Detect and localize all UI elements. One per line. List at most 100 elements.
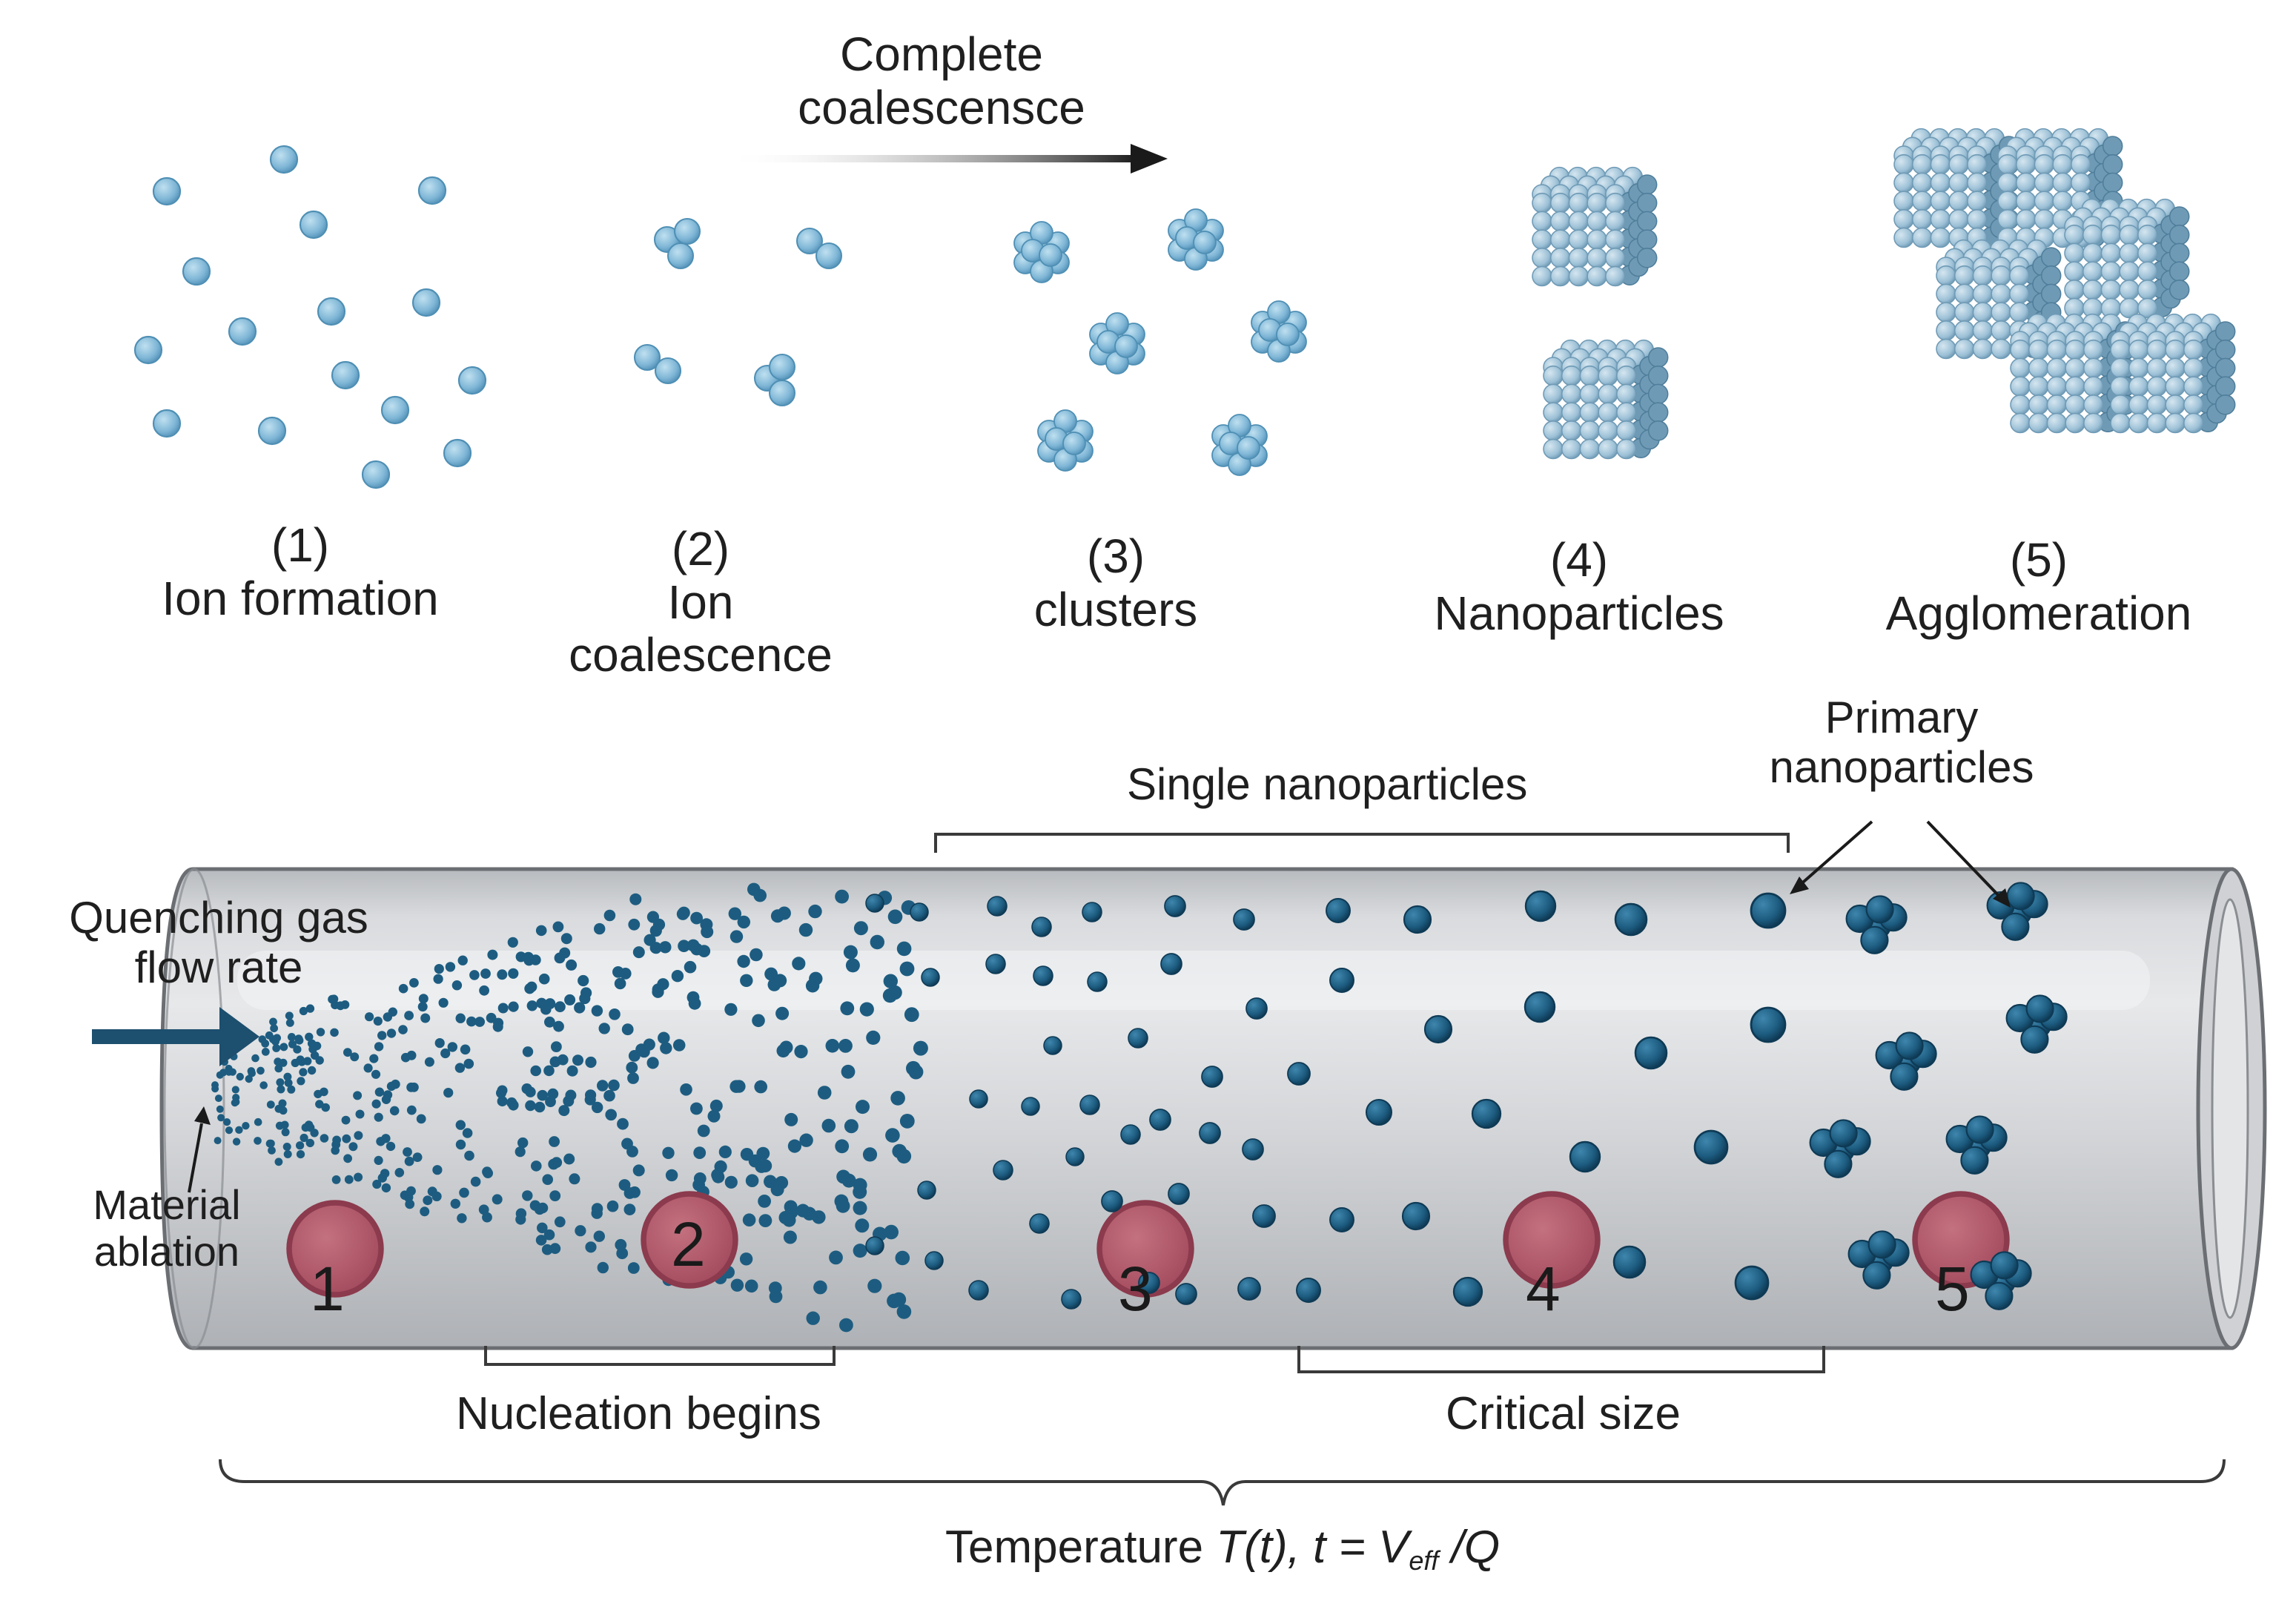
ion <box>1276 323 1300 346</box>
nanoparticle <box>1061 1289 1082 1310</box>
stage-title: clusters <box>1033 582 1198 636</box>
stage-label-4: (4) Nanoparticles <box>1372 533 1787 640</box>
nucleus <box>802 1206 817 1221</box>
nucleus <box>304 1120 314 1129</box>
nucleus <box>908 1064 924 1080</box>
cube-sphere <box>2046 339 2068 360</box>
single-nanoparticles-label: Single nanoparticles <box>1127 759 1528 809</box>
nucleus <box>343 1048 352 1057</box>
stage-label-5: (5) Agglomeration <box>1831 533 2246 640</box>
nanoparticle <box>1693 1129 1729 1165</box>
cube-sphere <box>2128 357 2149 379</box>
nucleus <box>839 1318 853 1333</box>
nucleus <box>296 1141 305 1150</box>
cube-sphere <box>2214 339 2236 360</box>
nucleus <box>806 1311 820 1325</box>
cube-sphere <box>1991 265 2011 286</box>
stage-label-1: (1) Ion formation <box>93 518 508 625</box>
nucleus <box>885 1128 900 1143</box>
agglomeration-cubes <box>1893 128 2236 434</box>
nucleus <box>216 1105 224 1113</box>
cube-sphere <box>1911 172 1933 194</box>
cube-sphere <box>1605 229 1626 250</box>
cube-sphere <box>1647 365 1669 386</box>
cube-sphere <box>1587 248 1607 268</box>
cube-sphere <box>1549 248 1571 268</box>
cube-sphere <box>2119 261 2140 282</box>
nucleus <box>775 1176 789 1189</box>
cube-sphere <box>1543 365 1564 386</box>
nanoparticle <box>987 896 1008 917</box>
nucleus <box>517 1137 529 1149</box>
nucleus <box>394 1168 405 1178</box>
cube-sphere <box>2168 261 2190 282</box>
nucleus <box>409 978 419 988</box>
cube-sphere <box>2064 224 2085 245</box>
stage-label-2: (2) Ion coalescence <box>493 522 908 682</box>
cube-sphere <box>2102 153 2123 175</box>
nucleus <box>316 1028 325 1037</box>
nanoparticle <box>1326 898 1351 923</box>
nucleus <box>777 906 791 920</box>
nucleus <box>219 1069 228 1077</box>
cube-sphere <box>1532 265 1552 287</box>
ion <box>257 416 287 446</box>
nucleus <box>534 1101 546 1113</box>
nucleus <box>285 1011 294 1020</box>
nucleus <box>662 1146 675 1160</box>
nucleus <box>469 970 480 980</box>
cube-sphere <box>1911 153 1933 175</box>
nucleus <box>497 1085 508 1096</box>
nucleus <box>678 940 690 952</box>
nucleus <box>693 1146 707 1159</box>
cube-sphere <box>1605 265 1626 287</box>
nucleus <box>287 1085 296 1094</box>
nucleus <box>320 1134 329 1143</box>
cube-sphere <box>2064 280 2085 300</box>
nanoparticle <box>1634 1036 1668 1070</box>
cube-sphere <box>2071 172 2091 194</box>
cube-sphere <box>2183 376 2204 397</box>
nucleus <box>235 1126 243 1135</box>
cube-sphere <box>2168 206 2190 227</box>
cube-sphere <box>2083 376 2104 397</box>
nucleus <box>381 1183 391 1193</box>
cube-sphere <box>2010 339 2031 360</box>
nucleus <box>274 1158 283 1166</box>
nucleus <box>730 1278 744 1292</box>
quenching-line1: Quenching gas <box>69 893 368 942</box>
nucleus <box>406 1050 417 1060</box>
nucleus <box>537 1202 549 1214</box>
nucleus <box>404 1156 414 1166</box>
nucleus <box>609 1008 621 1020</box>
cube-sphere <box>2046 394 2068 415</box>
nucleus <box>543 1229 555 1241</box>
agglomerate-cube <box>2110 313 2236 434</box>
cube-sphere <box>2034 209 2055 230</box>
nucleus <box>632 1164 645 1177</box>
cube-sphere <box>2009 265 2030 286</box>
cluster-particles <box>1013 208 1307 476</box>
nucleus <box>508 968 519 979</box>
nanoparticle <box>985 954 1006 974</box>
nanoparticle <box>1287 1062 1311 1086</box>
cube-sphere <box>2065 339 2085 360</box>
nucleus <box>680 1083 692 1096</box>
nucleus <box>279 1058 288 1067</box>
nucleus <box>257 1066 265 1075</box>
nanoparticle <box>1164 895 1186 917</box>
nucleus <box>305 1004 315 1013</box>
cube-sphere <box>1953 338 1975 360</box>
nucleus <box>297 1077 305 1086</box>
nucleus <box>310 1129 319 1138</box>
growing-nanoparticles <box>865 882 2068 1310</box>
cube-sphere <box>1549 229 1571 250</box>
cube-sphere <box>2010 357 2031 379</box>
nanoparticle <box>1296 1278 1321 1303</box>
nanoparticle <box>865 894 884 913</box>
nucleus <box>621 1138 633 1150</box>
cube-sphere <box>2183 394 2204 415</box>
nanoparticle <box>1524 991 1556 1023</box>
nucleus <box>281 1128 290 1137</box>
nucleus <box>423 1195 433 1206</box>
